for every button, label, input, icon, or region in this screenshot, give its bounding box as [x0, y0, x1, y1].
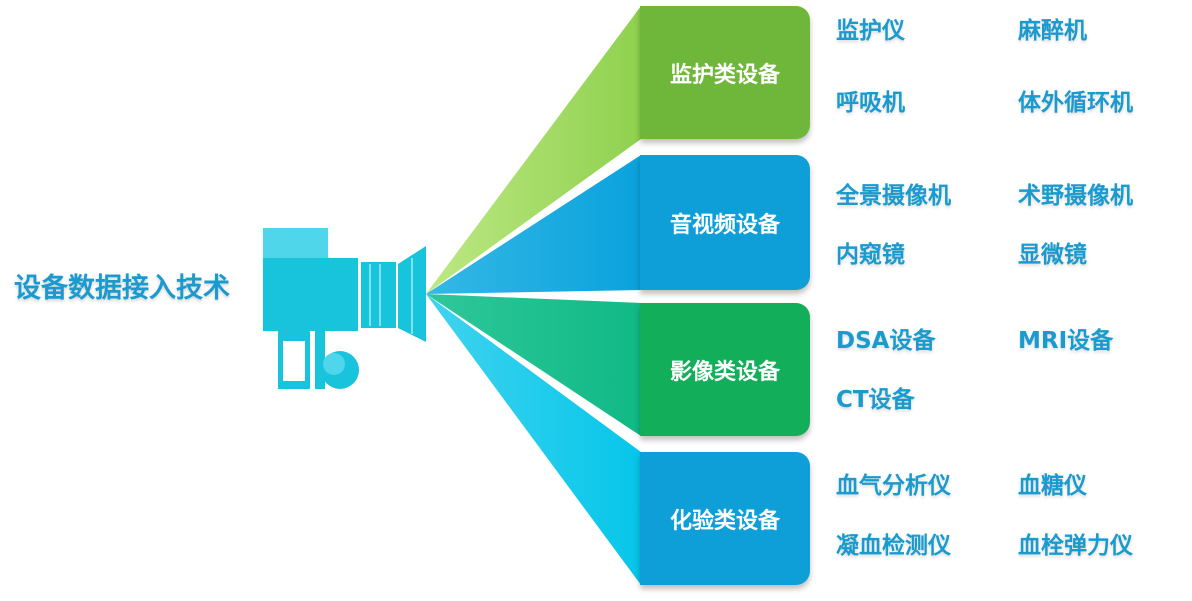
item-microscope: 显微镜: [1018, 242, 1087, 268]
category-label: 监护类设备: [669, 62, 780, 88]
beam-av: [426, 155, 641, 294]
category-imaging: 影像类设备: [640, 303, 810, 436]
category-audio-video: 音视频设备: [640, 155, 810, 290]
item-panoramic-camera: 全景摄像机: [836, 183, 951, 209]
item-thromboelastograph: 血栓弹力仪: [1018, 533, 1133, 559]
item-ventilator: 呼吸机: [836, 90, 905, 116]
camera-projector-icon: [263, 228, 426, 389]
item-endoscope: 内窥镜: [836, 242, 905, 268]
item-glucometer: 血糖仪: [1018, 473, 1087, 499]
beam-monitoring: [426, 6, 641, 294]
item-ecmo: 体外循环机: [1018, 90, 1133, 116]
item-coagulation-analyzer: 凝血检测仪: [836, 533, 951, 559]
item-monitor: 监护仪: [836, 18, 905, 44]
category-label: 音视频设备: [669, 212, 780, 238]
category-label: 化验类设备: [669, 508, 780, 534]
category-label: 影像类设备: [669, 359, 780, 385]
category-lab: 化验类设备: [640, 452, 810, 585]
beam-lab: [426, 294, 641, 585]
item-blood-gas-analyzer: 血气分析仪: [836, 473, 951, 499]
diagram-title: 设备数据接入技术: [14, 273, 230, 304]
item-anesthesia-machine: 麻醉机: [1018, 18, 1087, 44]
beam-imaging: [426, 294, 641, 436]
item-surgical-field-camera: 术野摄像机: [1018, 183, 1133, 209]
item-ct: CT设备: [836, 387, 915, 413]
category-monitoring: 监护类设备: [640, 6, 810, 139]
item-mri: MRI设备: [1018, 328, 1114, 354]
item-dsa: DSA设备: [836, 328, 936, 354]
